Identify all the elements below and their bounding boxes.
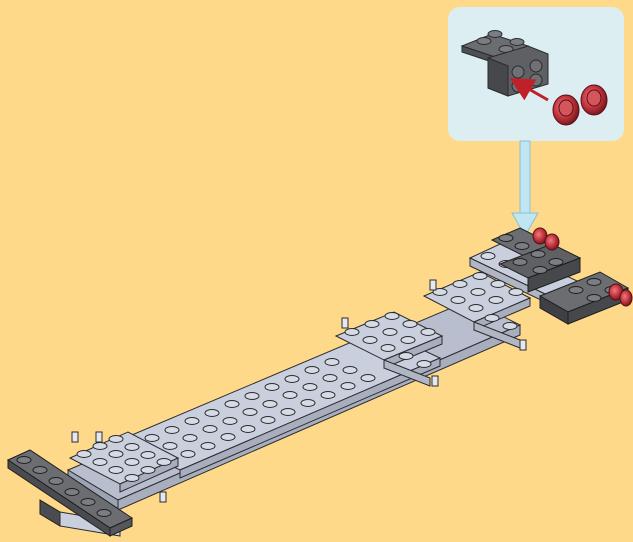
bracket-1x2-2x2-dark-gray-icon bbox=[462, 31, 548, 97]
chassis-assembly-icon bbox=[68, 244, 600, 510]
guide-arrow bbox=[512, 141, 538, 236]
round-plate-1x1-trans-red-icon bbox=[553, 85, 607, 125]
